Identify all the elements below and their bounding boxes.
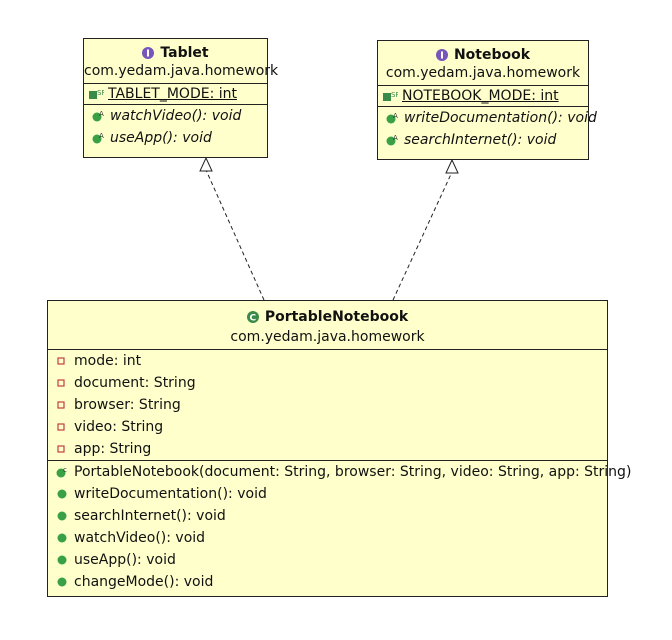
public-method-icon [57,489,67,499]
tablet-method-useapp: useApp(): void [110,130,212,146]
notebook-name: Notebook [453,47,531,63]
tablet-package: com.yedam.java.homework [84,63,279,79]
svg-text:A: A [99,110,104,118]
abstract-method-icon: A [386,112,398,124]
notebook-method-writedocumentation: writeDocumentation(): void [404,110,597,126]
notebook-package: com.yedam.java.homework [385,65,581,81]
notebook-field: NOTEBOOK_MODE: int [402,88,559,104]
method-watchvideo: watchVideo(): void [74,530,206,546]
notebook-method-searchinternet: searchInternet(): void [404,132,557,148]
public-method-icon [57,577,67,587]
field-video: video: String [74,419,164,435]
svg-text:SF: SF [391,91,398,99]
static-final-field-icon: SF [89,89,104,99]
field-app: app: String [74,441,152,457]
realization-line-tablet [205,169,265,301]
private-field-icon [57,401,65,409]
svg-text:c: c [63,466,67,474]
portable-package: com.yedam.java.homework [230,329,425,345]
private-field-icon [57,379,65,387]
notebook-interface-box[interactable]: Notebook com.yedam.java.homework SF NOTE… [377,40,597,160]
realization-arrowhead-notebook [445,158,459,174]
method-writedocumentation: writeDocumentation(): void [74,486,267,502]
tablet-method-watchvideo: watchVideo(): void [110,108,242,124]
constructor: PortableNotebook(document: String, brows… [74,464,632,480]
realization-arrowhead-tablet [199,156,213,172]
private-field-icon [57,445,65,453]
interface-icon [435,49,448,61]
svg-text:A: A [393,134,398,142]
realization-line-notebook [392,171,453,301]
public-method-icon [57,511,67,521]
svg-text:C: C [249,314,256,324]
private-field-icon [57,423,65,431]
field-document: document: String [74,375,196,391]
private-field-icon [57,357,65,365]
svg-text:A: A [393,112,398,120]
method-useapp: useApp(): void [74,552,176,568]
field-browser: browser: String [74,397,181,413]
method-changemode: changeMode(): void [74,574,214,590]
tablet-interface-box[interactable]: Tablet com.yedam.java.homework SF TABLET… [83,38,279,158]
interface-icon [142,47,155,59]
public-method-icon [57,555,67,565]
constructor-icon: c [56,466,67,478]
svg-text:A: A [99,132,104,140]
static-final-field-icon: SF [383,91,398,101]
portablenotebook-class-box[interactable]: C PortableNotebook com.yedam.java.homewo… [47,300,631,597]
portable-name: PortableNotebook [264,309,409,325]
abstract-method-icon: A [92,110,104,122]
abstract-method-icon: A [92,132,104,144]
field-mode: mode: int [74,353,142,369]
method-searchinternet: searchInternet(): void [74,508,226,524]
class-icon: C [246,311,259,324]
abstract-method-icon: A [386,134,398,146]
public-method-icon [57,533,67,543]
svg-text:SF: SF [97,89,104,97]
tablet-field: TABLET_MODE: int [108,86,237,102]
tablet-name: Tablet [160,45,209,61]
